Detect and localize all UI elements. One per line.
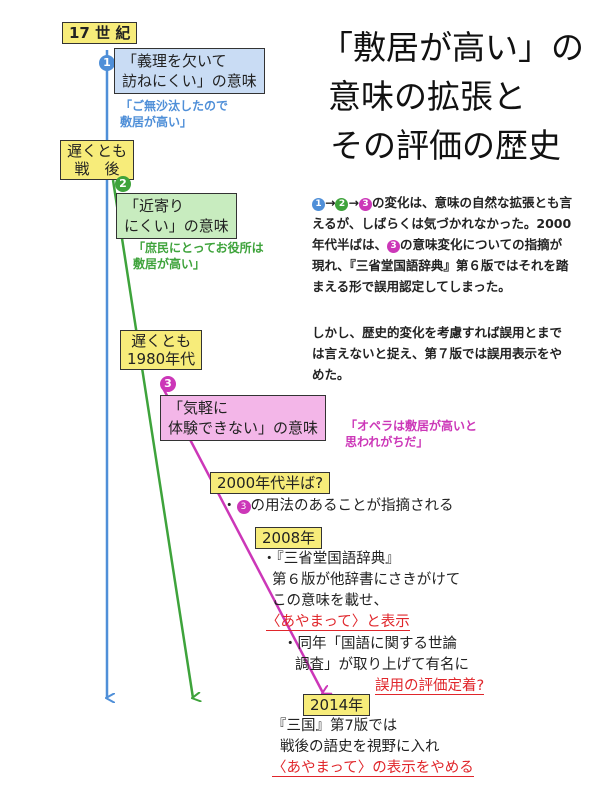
- title-line-1: 「敷居が高い」の: [320, 28, 584, 67]
- number-badge-2: 2: [335, 198, 349, 211]
- meaning-box-2-line1: 「近寄り: [124, 197, 185, 215]
- event-2008-line3: この意味を載せ、: [272, 593, 388, 609]
- meaning-box-3: 「気軽に 体験できない」の意味: [160, 395, 327, 441]
- bullet: ・: [222, 498, 237, 514]
- meaning-box-2-line2: にくい」の意味: [124, 217, 229, 235]
- event-2008-survey-line2: 調査」が取り上げて有名に: [295, 657, 469, 673]
- era-tag-17th-century: 17 世 紀: [62, 22, 138, 44]
- event-2014-line1: 『三国』第7版では: [272, 718, 398, 734]
- meaning-number-3: 3: [160, 376, 176, 392]
- example-2-line2: 敷居が高い」: [133, 257, 206, 271]
- meaning-box-2: 「近寄り にくい」の意味: [116, 193, 237, 239]
- event-2008-line4: 〈あやまって〉と表示: [266, 614, 410, 631]
- event-2008-survey-line1: ・同年「国語に関する世論: [283, 636, 457, 652]
- era-tag-1980s: 遅くとも 1980年代: [120, 330, 203, 370]
- number-badge-1: 1: [312, 198, 325, 211]
- era-tag-postwar-line2: 戦 後: [74, 160, 120, 178]
- example-1-line1: 「ご無沙汰したので: [120, 99, 229, 113]
- event-2008-line1: ・『三省堂国語辞典』: [262, 551, 400, 567]
- arrow-text: →: [348, 195, 359, 210]
- event-2008: ・『三省堂国語辞典』 第６版が他辞書にさきがけて この意味を載せ、 〈あやまって…: [262, 549, 460, 633]
- description-paragraph-2: しかし、歴史的変化を考慮すれば誤用とまでは言えないと捉え、第７版では誤用表示をや…: [312, 325, 563, 382]
- title-line-2: 意味の拡張と: [328, 77, 526, 116]
- event-2014-line2: 戦後の語史を視野に入れ: [280, 739, 440, 755]
- meaning-number-1: 1: [99, 55, 115, 71]
- era-tag-mid-2000s: 2000年代半ば?: [210, 472, 331, 494]
- example-3: 「オペラは敷居が高いと 思われがちだ」: [345, 418, 477, 450]
- era-tag-postwar-line1: 遅くとも: [67, 142, 128, 160]
- event-2014-line3: 〈あやまって〉の表示をやめる: [272, 760, 474, 777]
- example-3-line2: 思われがちだ」: [345, 435, 429, 449]
- green-timeline-arrow: [111, 179, 193, 698]
- example-3-line1: 「オペラは敷居が高いと: [345, 419, 478, 433]
- example-1: 「ご無沙汰したので 敷居が高い」: [120, 98, 228, 130]
- event-mid-2000s-text: の用法のあることが指摘される: [250, 498, 454, 514]
- meaning-box-3-line2: 体験できない」の意味: [168, 419, 319, 437]
- meaning-box-3-line1: 「気軽に: [168, 399, 229, 417]
- event-2008-line2: 第６版が他辞書にさきがけて: [272, 572, 461, 588]
- era-tag-postwar: 遅くとも 戦 後: [60, 140, 135, 180]
- event-2008-survey: ・同年「国語に関する世論 調査」が取り上げて有名に 誤用の評価定着?: [283, 634, 485, 697]
- meaning-box-1-line2: 訪ねにくい」の意味: [122, 72, 257, 90]
- era-tag-2014: 2014年: [303, 694, 371, 716]
- meaning-box-1: 「義理を欠いて 訪ねにくい」の意味: [114, 48, 265, 94]
- number-badge-3: 3: [387, 240, 401, 253]
- arrow-text: →: [325, 195, 336, 210]
- era-tag-1980s-line2: 1980年代: [127, 350, 196, 368]
- event-2008-survey-line3: 誤用の評価定着?: [375, 678, 485, 695]
- example-2-line1: 「庶民にとってお役所は: [133, 241, 264, 255]
- example-2: 「庶民にとってお役所は 敷居が高い」: [133, 240, 264, 272]
- era-tag-2008: 2008年: [255, 527, 323, 549]
- event-2014: 『三国』第7版では 戦後の語史を視野に入れ 〈あやまって〉の表示をやめる: [272, 716, 474, 779]
- number-badge-3: 3: [236, 500, 251, 514]
- meaning-box-1-line1: 「義理を欠いて: [122, 52, 227, 70]
- number-badge-3: 3: [358, 198, 372, 211]
- description-text-b: の意味変化についての指摘が現れ、『三省堂国語辞典』第６版ではそれを踏まえる形で誤…: [312, 237, 569, 294]
- era-tag-1980s-line1: 遅くとも: [131, 332, 192, 350]
- title-line-3: その評価の歴史: [330, 126, 561, 165]
- description-text-a: の変化は、意味の自然な拡張とも言えるが、しばらくは気づかれなかった。2000年代…: [312, 195, 572, 252]
- example-1-line2: 敷居が高い」: [120, 115, 193, 129]
- meaning-number-2: 2: [115, 176, 131, 192]
